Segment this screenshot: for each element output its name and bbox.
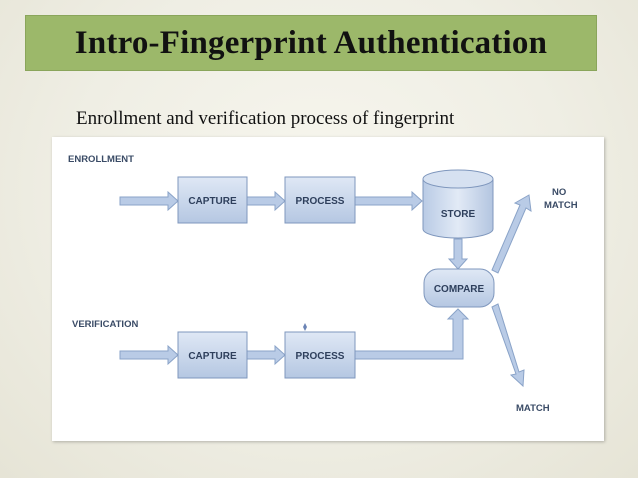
verify-process-box: PROCESS xyxy=(284,331,356,379)
diagram-svg: ENROLLMENT VERIFICATION CAPTURE PROCESS … xyxy=(68,154,578,414)
enrollment-label: ENROLLMENT xyxy=(68,154,134,165)
compare-box: COMPARE xyxy=(423,268,495,308)
no-match-label-line2: MATCH xyxy=(544,200,578,211)
compare-to-match-arrow xyxy=(491,303,525,388)
enroll-capture-text: CAPTURE xyxy=(188,196,237,207)
slide-title: Intro-Fingerprint Authentication xyxy=(74,24,548,61)
enroll-process-text: PROCESS xyxy=(296,196,345,207)
enroll-capture-box: CAPTURE xyxy=(177,176,248,224)
match-label: MATCH xyxy=(516,403,550,414)
verify-process-text: PROCESS xyxy=(296,351,345,362)
verification-label: VERIFICATION xyxy=(72,319,138,330)
enroll-input-arrow xyxy=(119,190,179,212)
verify-input-arrow xyxy=(119,344,179,366)
store-database-icon: STORE xyxy=(422,169,494,239)
compare-to-no-match-arrow xyxy=(491,194,532,274)
slide-subtitle: Enrollment and verification process of f… xyxy=(76,108,455,129)
enroll-capture-to-process-arrow xyxy=(246,190,286,212)
verify-capture-to-process-arrow xyxy=(246,344,286,366)
enroll-process-box: PROCESS xyxy=(284,176,356,224)
verify-capture-box: CAPTURE xyxy=(177,331,248,379)
verify-capture-text: CAPTURE xyxy=(188,351,237,362)
compare-text: COMPARE xyxy=(434,284,485,295)
pin-marker-icon xyxy=(303,323,307,331)
store-to-compare-arrow xyxy=(447,238,469,270)
title-bar: Intro-Fingerprint Authentication xyxy=(25,15,597,71)
verify-process-to-compare-arrow xyxy=(354,308,470,360)
enroll-process-to-store-arrow xyxy=(354,190,423,212)
fingerprint-process-diagram: ENROLLMENT VERIFICATION CAPTURE PROCESS … xyxy=(52,137,604,441)
store-text: STORE xyxy=(441,209,476,220)
no-match-label-line1: NO xyxy=(552,187,566,198)
